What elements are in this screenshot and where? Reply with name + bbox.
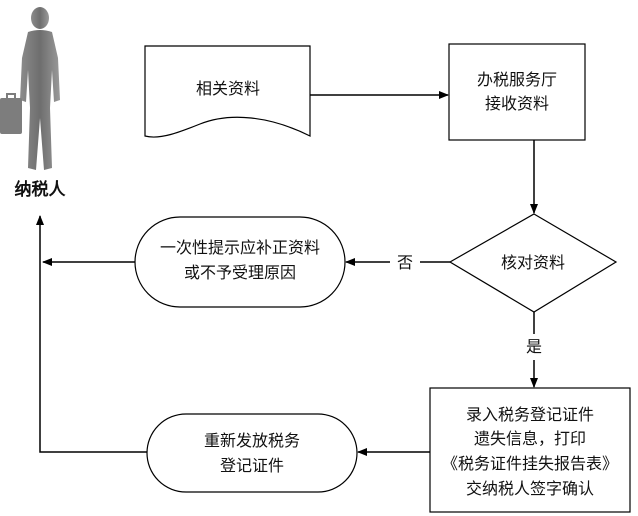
hall-node: 办税服务厅 接收资料	[448, 43, 586, 141]
reissue-certificate-node: 重新发放税务 登记证件	[146, 413, 358, 493]
hall-label-line2: 接收资料	[485, 94, 549, 113]
check-decision-node: 核对资料	[448, 213, 618, 313]
hall-label-line1: 办税服务厅	[477, 70, 557, 89]
documents-node: 相关资料	[144, 45, 311, 138]
arrow-reissue-to-taxpayer	[36, 215, 147, 453]
reject-notice-node: 一次性提示应补正资料 或不予受理原因	[134, 216, 346, 308]
person-with-briefcase-icon	[0, 7, 60, 170]
edge-label-yes: 是	[526, 337, 542, 356]
reject-label-line2: 或不予受理原因	[184, 263, 296, 282]
record-label-line1: 录入税务登记证件	[466, 405, 594, 424]
record-label-line3: 《税务证件挂失报告表》	[442, 454, 618, 473]
record-label-line4: 交纳税人签字确认	[466, 479, 594, 498]
edge-label-no: 否	[397, 253, 413, 272]
reject-label-line1: 一次性提示应补正资料	[160, 238, 320, 257]
reissue-label-line1: 重新发放税务	[204, 431, 300, 450]
documents-label: 相关资料	[196, 79, 260, 98]
check-label: 核对资料	[501, 253, 565, 272]
record-label-line2: 遗失信息，打印	[474, 429, 586, 448]
reissue-label-line2: 登记证件	[220, 456, 284, 475]
record-loss-node: 录入税务登记证件 遗失信息，打印 《税务证件挂失报告表》 交纳税人签字确认	[429, 387, 631, 513]
person-label: 纳税人	[15, 179, 67, 200]
